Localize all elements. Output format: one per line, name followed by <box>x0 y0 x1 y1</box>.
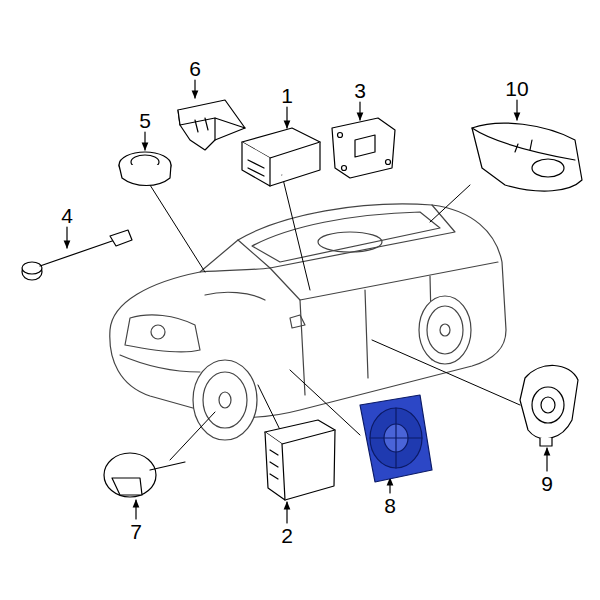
callout-number: 3 <box>354 80 366 101</box>
callout-number: 10 <box>505 78 528 99</box>
leader-lines <box>150 175 520 460</box>
round-sensor <box>104 453 185 497</box>
sensor-cable <box>22 230 132 280</box>
tweeter <box>119 152 171 186</box>
car-body <box>110 204 506 440</box>
amplifier <box>265 420 335 500</box>
trim-plate <box>178 100 245 150</box>
module-bracket <box>332 118 395 178</box>
callout-number: 7 <box>130 521 142 542</box>
speaker-mount <box>520 365 578 446</box>
control-module <box>242 128 320 186</box>
callout-number: 2 <box>281 525 293 546</box>
callout-number: 4 <box>61 205 73 226</box>
callout-arrows <box>67 80 547 523</box>
callout-number: 6 <box>189 58 201 79</box>
callout-number: 9 <box>541 473 553 494</box>
highlighted-speaker <box>360 395 432 482</box>
callout-number: 8 <box>384 495 396 516</box>
callout-number: 1 <box>281 85 293 106</box>
callout-number: 5 <box>139 110 151 131</box>
speaker-housing <box>472 123 582 191</box>
